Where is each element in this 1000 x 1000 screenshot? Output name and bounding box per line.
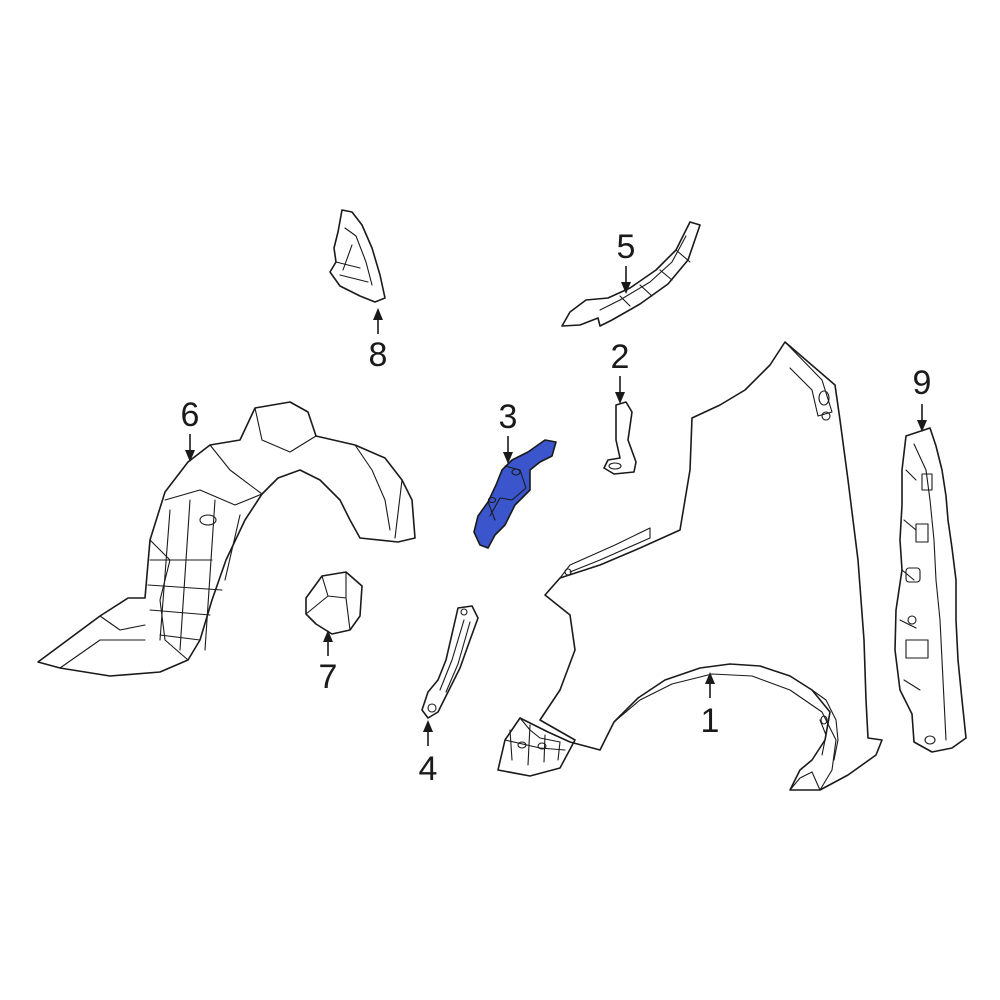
- callout-6-arrowhead: [185, 450, 195, 462]
- part-8-bracket[interactable]: [329, 209, 386, 303]
- callout-1-label: 1: [701, 702, 720, 740]
- callout-3-label: 3: [499, 398, 518, 436]
- callout-arrows: [185, 266, 927, 746]
- callout-4-label: 4: [419, 750, 438, 788]
- callout-labels: 1 2 3 4 5 6 7 8 9: [181, 228, 932, 788]
- callout-8-arrowhead: [373, 308, 383, 320]
- callout-9-arrowhead: [917, 420, 927, 432]
- part-1-fender[interactable]: [497, 341, 883, 791]
- part-4-strip[interactable]: [421, 605, 479, 719]
- callout-5-arrowhead: [621, 282, 631, 294]
- part-2-clip[interactable]: [603, 401, 637, 475]
- callout-2-arrowhead: [615, 392, 625, 404]
- callout-6-label: 6: [181, 396, 200, 434]
- callout-7-label: 7: [319, 658, 338, 696]
- part-5-rail-seal[interactable]: [561, 221, 701, 327]
- part-6-fender-liner[interactable]: [37, 401, 416, 677]
- callout-8-label: 8: [369, 336, 388, 374]
- callout-5-label: 5: [617, 228, 636, 266]
- callout-1-arrowhead: [705, 672, 715, 684]
- callout-3-arrowhead: [503, 452, 513, 464]
- part-7-block[interactable]: [305, 571, 363, 635]
- callout-9-label: 9: [913, 364, 932, 402]
- callout-7-arrowhead: [323, 630, 333, 642]
- part-3-bracket-highlighted[interactable]: [473, 439, 557, 549]
- callout-4-arrowhead: [423, 720, 433, 732]
- callout-2-label: 2: [611, 338, 630, 376]
- part-3-shape: [473, 439, 557, 549]
- part-9-support[interactable]: [894, 427, 967, 753]
